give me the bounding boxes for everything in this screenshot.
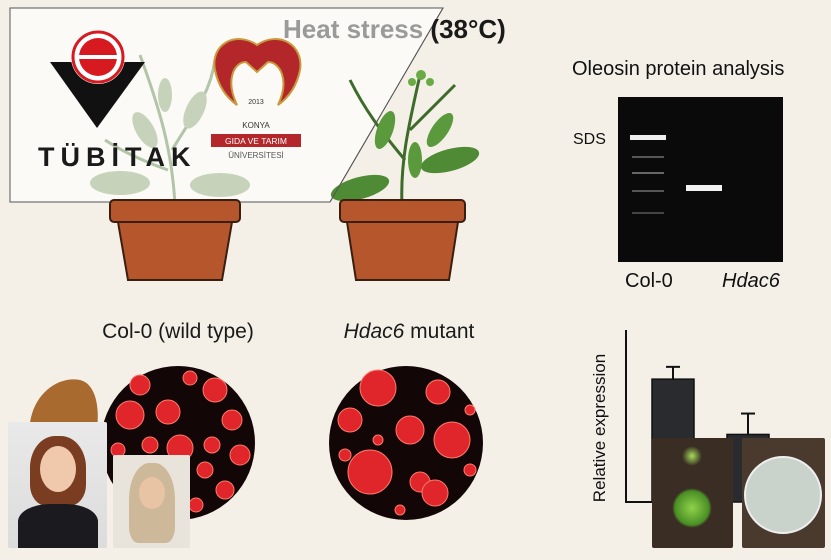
lipid-droplet: [395, 415, 425, 445]
lipid-droplet: [129, 374, 151, 396]
petri-dish-photo: [742, 438, 825, 548]
lipid-droplet: [229, 444, 251, 466]
lipid-droplet: [215, 480, 235, 500]
researcher-photo-2: [113, 455, 190, 548]
plant-hdac6: [330, 70, 480, 206]
lane-col0: Col-0: [625, 270, 673, 292]
lipid-droplet: [202, 377, 228, 403]
pot-left: [109, 199, 241, 281]
label-hdac6-rest: mutant: [404, 320, 475, 343]
lipid-droplet: [155, 399, 181, 425]
lipid-droplet: [347, 449, 393, 495]
lipid-droplet: [337, 407, 363, 433]
lipid-droplet: [338, 448, 352, 462]
plant-col0: [90, 54, 250, 206]
lipid-droplet: [115, 400, 145, 430]
title-temp: (38°C): [430, 14, 506, 44]
pot-right: [339, 199, 466, 281]
lipid-droplet: [425, 379, 451, 405]
konya-line1: KONYA: [242, 121, 270, 130]
lipid-droplet: [372, 434, 384, 446]
title-faded: Heat stress: [283, 14, 431, 44]
lipid-droplet: [421, 479, 449, 507]
chart-ylabel: Relative expression: [590, 353, 609, 503]
lipid-droplet: [394, 504, 406, 516]
lipid-droplet: [464, 404, 476, 416]
western-blot-gel: [618, 97, 783, 262]
lipid-droplet: [221, 409, 243, 431]
lipid-droplet: [188, 497, 204, 513]
lipid-droplet: [182, 370, 198, 386]
oleosin-title: Oleosin protein analysis: [572, 58, 785, 80]
konya-line2: GIDA VE TARIM: [224, 136, 288, 146]
label-col0: Col-0 (wild type): [102, 320, 254, 343]
lipid-droplet: [433, 421, 471, 459]
heat-stress-title: Heat stress (38°C): [283, 14, 506, 45]
label-hdac6-gene: Hdac6: [343, 320, 405, 343]
konya-year: 2013: [248, 99, 264, 106]
konya-line3: ÜNİVERSİTESİ: [228, 151, 284, 160]
tubitak-text: TÜBİTAK: [38, 142, 197, 172]
seedling-tray-photo: [652, 438, 733, 548]
lipid-droplet: [359, 369, 397, 407]
label-hdac6: Hdac6 mutant: [309, 320, 509, 344]
gel-bands: [630, 135, 722, 214]
researcher-photo-1: [8, 422, 107, 548]
lipid-droplet: [196, 461, 214, 479]
konya-logo: [211, 38, 302, 147]
sds-label: SDS: [573, 131, 606, 148]
lipid-droplet: [203, 436, 221, 454]
lipid-droplet: [463, 463, 477, 477]
tubitak-logo: [50, 30, 145, 128]
lipid-droplet: [141, 436, 159, 454]
lane-hdac6: Hdac6: [722, 270, 780, 292]
lipid-droplets-hdac6: [329, 366, 483, 520]
